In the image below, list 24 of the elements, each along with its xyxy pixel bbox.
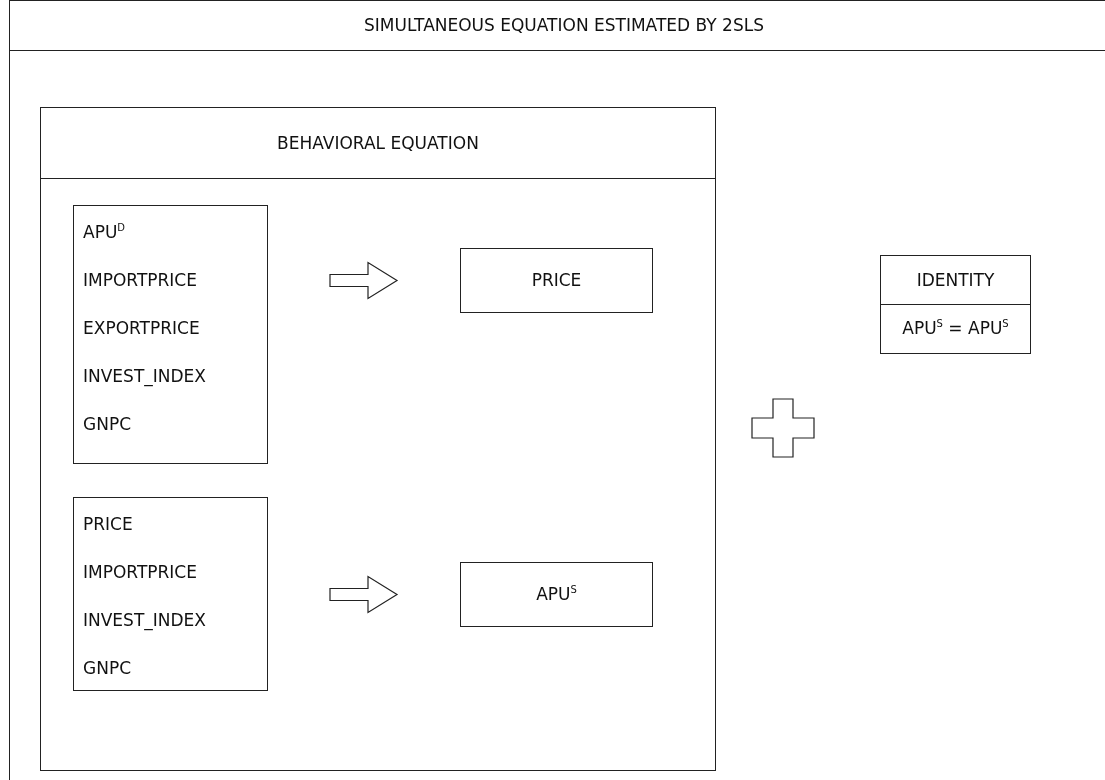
variable-name: PRICE: [83, 514, 133, 535]
variable-list-box: [73, 205, 268, 464]
block-arrow: [329, 575, 399, 614]
variable-name: INVEST_INDEX: [83, 366, 206, 387]
heading: BEHAVIORAL EQUATION: [277, 132, 479, 154]
process-box: [460, 248, 653, 313]
group-box: [40, 107, 716, 771]
variable-name: APU$^{D}$: [83, 222, 126, 243]
variable-list-box: [73, 497, 268, 691]
block-arrow: [329, 261, 399, 300]
heading: IDENTITY: [916, 269, 995, 291]
variable-name: IMPORTPRICE: [83, 562, 197, 583]
variable-name: INVEST_INDEX: [83, 610, 206, 631]
process-box: [460, 562, 653, 627]
equation-text: APU$^{S}$ = APU$^{S}$: [902, 318, 1009, 339]
variable-name: GNPC: [83, 658, 131, 679]
variable-name: GNPC: [83, 414, 131, 435]
identity-box: [880, 255, 1031, 354]
variable-name: PRICE: [531, 270, 582, 291]
heading: SIMULTANEOUS EQUATION ESTIMATED BY 2SLS: [364, 15, 764, 36]
variable-name: APU$^{S}$: [536, 584, 577, 605]
variable-name: IMPORTPRICE: [83, 270, 197, 291]
variable-name: EXPORTPRICE: [83, 318, 200, 339]
outer-frame: [9, 0, 1105, 780]
